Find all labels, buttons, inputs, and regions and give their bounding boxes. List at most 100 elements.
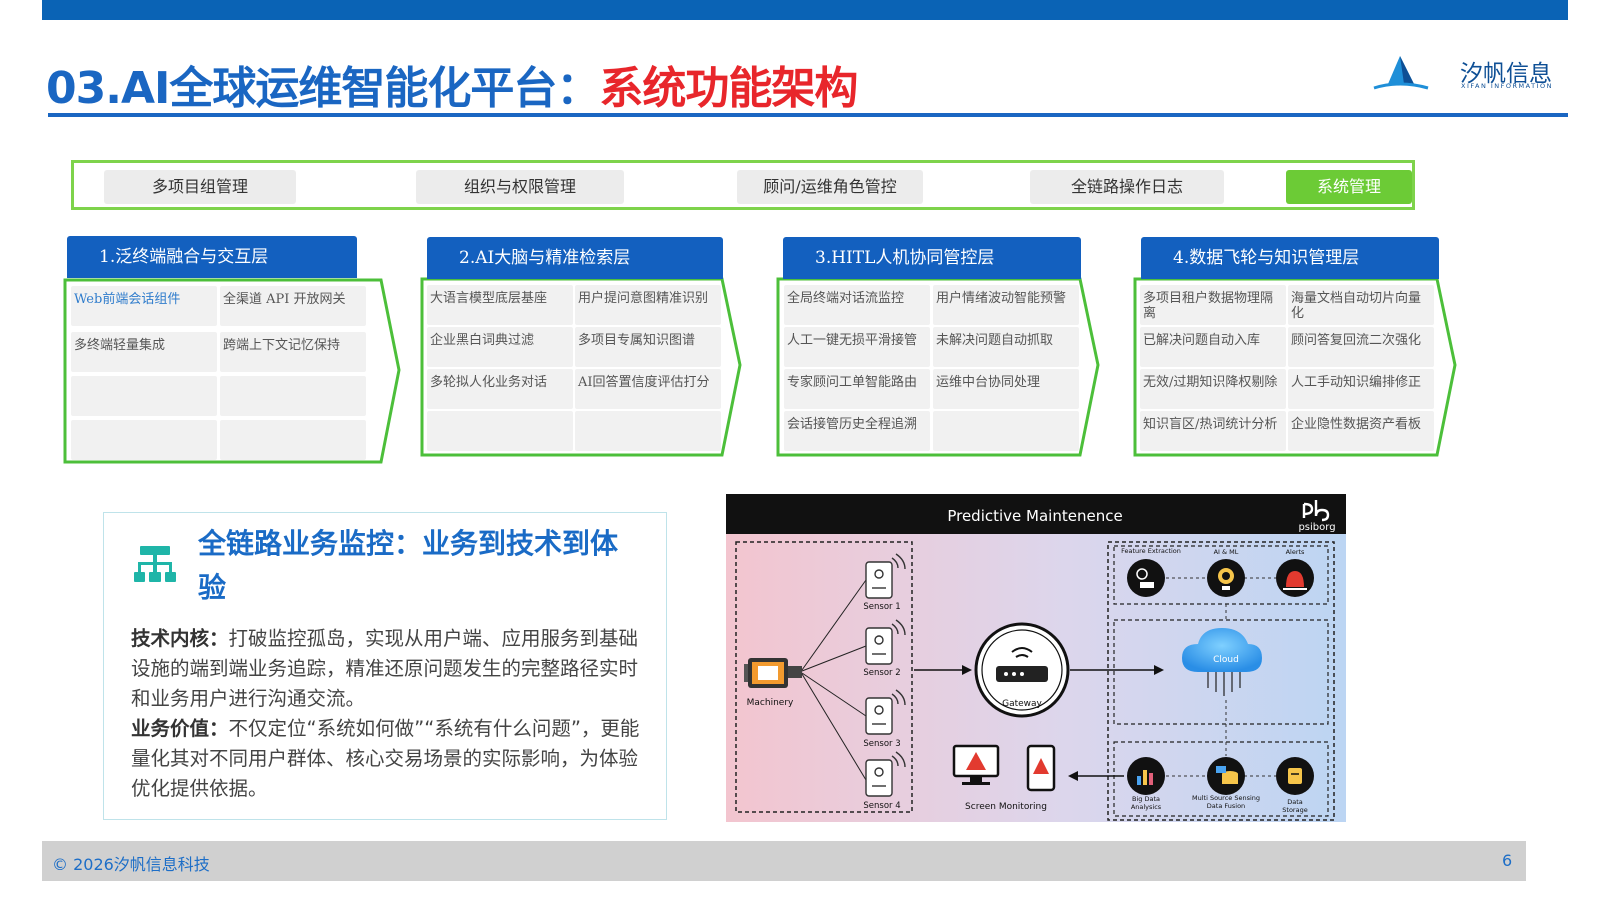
sensor-label: Sensor 1 <box>863 602 900 612</box>
cloud-zone-border <box>1107 541 1335 821</box>
cloud-icon <box>1182 628 1262 696</box>
card-body: 技术内核：打破监控孤岛，实现从用户端、应用服务到基础设施的端到端业务追踪，精准还… <box>131 624 651 804</box>
nav-item-system-management[interactable]: 系统管理 <box>1286 170 1412 204</box>
layer-cell <box>427 411 573 451</box>
logo-subtext: XIFAN INFORMATION <box>1461 82 1553 90</box>
layer-panel-2: 2.AI大脑与精准检索层 大语言模型底层基座 用户提问意图精准识别 企业黑白词典… <box>420 237 746 459</box>
cloud-core-border <box>1113 619 1329 725</box>
sensor-label: Sensor 4 <box>863 801 900 811</box>
layer-cell: 会话接管历史全程追溯 <box>784 411 930 451</box>
nav-item-multi-project[interactable]: 多项目组管理 <box>104 170 296 204</box>
layer-cell: 已解决问题自动入库 <box>1140 327 1286 367</box>
big-data-icon <box>1127 757 1165 795</box>
layer-cell: 海量文档自动切片向量化 <box>1288 285 1434 325</box>
layer-cell: 全局终端对话流监控 <box>784 285 930 325</box>
data-storage-icon <box>1276 757 1314 795</box>
layer-panel-4: 4.数据飞轮与知识管理层 多项目租户数据物理隔离 海量文档自动切片向量化 已解决… <box>1133 237 1461 459</box>
footer-copyright: © 2026汐帆信息科技 <box>52 855 210 874</box>
feature-extraction-icon <box>1127 559 1165 597</box>
value-text: 不仅定位“系统如何做”“系统有什么问题”，更能量化其对不同用户群体、核心交易场景… <box>131 717 640 800</box>
layer-cell: 多项目专属知识图谱 <box>575 327 721 367</box>
nav-item-org-permission[interactable]: 组织与权限管理 <box>416 170 624 204</box>
nav-item-operation-log[interactable]: 全链路操作日志 <box>1030 170 1224 204</box>
sail-logo-icon <box>1373 56 1429 90</box>
sensor-label: Sensor 2 <box>863 668 900 678</box>
layer-cell: 人工一键无损平滑接管 <box>784 327 930 367</box>
page-title: 03.AI全球运维智能化平台：系统功能架构 <box>46 52 858 116</box>
layer-cell: 知识盲区/热词统计分析 <box>1140 411 1286 451</box>
layer-cell: 专家顾问工单智能路由 <box>784 369 930 409</box>
layer-cell: 用户情绪波动智能预警 <box>933 285 1079 325</box>
nav-item-role-control[interactable]: 顾问/运维角色管控 <box>737 170 923 204</box>
service-label: AI & ML <box>1214 548 1239 556</box>
layer-cell: 全渠道 API 开放网关 <box>220 286 366 326</box>
system-nav-bar: 多项目组管理 组织与权限管理 顾问/运维角色管控 全链路操作日志 系统管理 <box>71 160 1415 210</box>
layer-cell <box>220 420 366 460</box>
alerts-icon <box>1276 559 1314 597</box>
ai-ml-icon <box>1207 559 1245 597</box>
sensor-label: Sensor 3 <box>863 739 900 749</box>
layer-cell: Web前端会话组件 <box>71 286 217 326</box>
layer-cell: 企业黑白词典过滤 <box>427 327 573 367</box>
machinery-sensor-links <box>801 579 867 781</box>
layer-title: 3.HITL人机协同管控层 <box>783 237 1081 279</box>
layer-title: 2.AI大脑与精准检索层 <box>427 237 723 279</box>
diagram-brand: psiborg <box>1298 522 1335 533</box>
layer-cell: 企业隐性数据资产看板 <box>1288 411 1434 451</box>
title-main: 03.AI全球运维智能化平台： <box>46 63 600 114</box>
phone-alert-icon <box>1026 744 1056 792</box>
service-label: Feature Extraction <box>1121 547 1181 555</box>
layer-panel-1: 1.泛终端融合与交互层 Web前端会话组件 全渠道 API 开放网关 多终端轻量… <box>63 236 407 464</box>
page-number: 6 <box>1502 851 1513 870</box>
layer-cell: 多项目租户数据物理隔离 <box>1140 285 1286 325</box>
layer-title: 4.数据飞轮与知识管理层 <box>1141 237 1439 279</box>
layer-cell <box>933 411 1079 451</box>
nav-item-label: 组织与权限管理 <box>463 177 576 196</box>
top-services-border <box>1113 545 1329 605</box>
screen-monitoring-label: Screen Monitoring <box>965 802 1047 812</box>
layer-cell: 跨端上下文记忆保持 <box>220 332 366 372</box>
bottom-services-border <box>1113 741 1329 817</box>
machinery-label: Machinery <box>747 698 794 708</box>
layer-cell <box>71 376 217 416</box>
nav-item-label: 全链路操作日志 <box>1070 177 1183 196</box>
layer-cell <box>71 420 217 460</box>
title-underline <box>48 113 1568 117</box>
predictive-maintenance-diagram: Predictive Maintenence psiborg Machinery <box>726 494 1346 822</box>
psiborg-logo-icon <box>1302 500 1330 522</box>
monitoring-card <box>103 512 667 820</box>
layer-cell: 用户提问意图精准识别 <box>575 285 721 325</box>
diagram-header-bar <box>726 494 1346 534</box>
layer-cell: 人工手动知识编排修正 <box>1288 369 1434 409</box>
title-accent: 系统功能架构 <box>599 63 858 114</box>
value-label: 业务价值： <box>131 717 229 740</box>
service-label: Alerts <box>1286 548 1305 556</box>
layer-cell: 顾问答复回流二次强化 <box>1288 327 1434 367</box>
sensor-zone-border <box>735 541 913 813</box>
layer-panel-3: 3.HITL人机协同管控层 全局终端对话流监控 用户情绪波动智能预警 人工一键无… <box>776 237 1102 459</box>
logo-text: 汐帆信息 <box>1460 61 1552 87</box>
top-accent-bar <box>42 0 1568 20</box>
tech-label: 技术内核： <box>131 627 229 650</box>
nav-item-label: 系统管理 <box>1316 177 1381 196</box>
gateway-icon <box>974 622 1070 718</box>
layer-cell: AI回答置信度评估打分 <box>575 369 721 409</box>
layer-title: 1.泛终端融合与交互层 <box>67 236 357 278</box>
cloud-label: Cloud <box>1213 655 1239 665</box>
layer-cell <box>575 411 721 451</box>
layer-cell: 多轮拟人化业务对话 <box>427 369 573 409</box>
layer-cell: 未解决问题自动抓取 <box>933 327 1079 367</box>
monitor-alert-icon <box>952 744 1000 785</box>
network-hierarchy-icon <box>134 546 176 582</box>
gateway-label: Gateway <box>1002 699 1042 709</box>
card-title: 全链路业务监控：业务到技术到体验 <box>198 527 619 604</box>
nav-item-label: 顾问/运维角色管控 <box>763 177 897 196</box>
layer-cell: 运维中台协同处理 <box>933 369 1079 409</box>
sensor-icon <box>865 553 906 797</box>
layer-cell: 大语言模型底层基座 <box>427 285 573 325</box>
footer-bar <box>42 841 1526 881</box>
